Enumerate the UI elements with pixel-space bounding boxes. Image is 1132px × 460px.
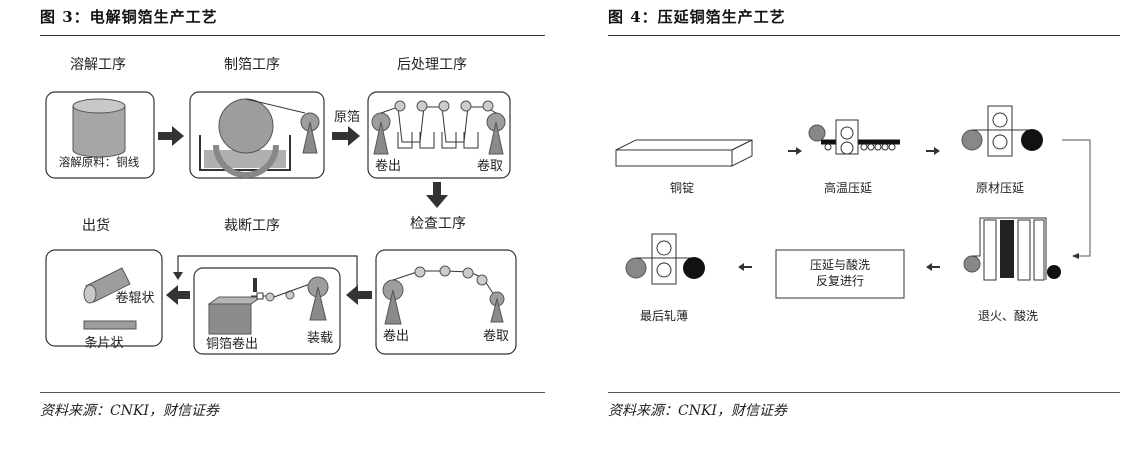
repeat-line-1: 压延与酸洗 [810, 257, 870, 272]
electrolytic-foil-diagram: 溶解工序 制箔工序 后处理工序 溶解原料：铜线 原箔 [45, 57, 517, 355]
unwind-top-label: 卷出 [375, 158, 401, 174]
connector-raw-to-annealing [1062, 139, 1091, 257]
connector-arrowhead-right [1072, 253, 1079, 259]
roll-form-label: 卷辊状 [115, 290, 154, 306]
arrow-annealing-to-repeat [926, 263, 940, 271]
unwind-bottom-label: 卷出 [383, 328, 409, 344]
slitting-stage-label: 裁断工序 [224, 218, 280, 234]
rewind-top-label: 卷取 [477, 158, 503, 174]
figure-4-source: 资料来源：CNKI，财信证券 [608, 403, 787, 419]
figure-3-bottom-rule [40, 392, 545, 393]
ingot-label: 铜锭 [670, 180, 694, 195]
inspection-stage-label: 检查工序 [410, 216, 466, 232]
annealing-label: 退火、酸洗 [978, 308, 1038, 323]
repeat-line-2: 反复进行 [816, 274, 864, 288]
sheet-form-label: 条片状 [84, 335, 123, 351]
arrow-inspection-to-slitting [346, 285, 372, 305]
connector-arrowhead [173, 272, 183, 280]
dissolve-tank-icon [72, 98, 126, 158]
rolled-foil-diagram: 铜锭 高温压延 原材压延 [615, 105, 1091, 323]
loading-label: 装载 [307, 331, 333, 346]
arrow-repeat-to-final [738, 263, 752, 271]
copper-ingot-icon [615, 139, 753, 167]
figure-3-source: 资料来源：CNKI，财信证券 [40, 403, 219, 419]
figure-3-title: 图 3：电解铜箔生产工艺 [40, 8, 218, 26]
shipping-stage-label: 出货 [82, 217, 110, 234]
raw-rolling-mill-icon [961, 105, 1043, 157]
final-rolling-mill-icon [625, 233, 705, 285]
raw-material-label: 溶解原料：铜线 [59, 155, 140, 169]
post-process-box [367, 91, 511, 179]
foil-unwind-label: 铜箔卷出 [206, 336, 258, 352]
post-process-rollers-icon [371, 100, 506, 155]
figure-3-panel: 图 3：电解铜箔生产工艺 溶解工序 制箔工序 后处理工序 溶解原料：铜线 原箔 [0, 0, 560, 460]
dissolve-stage-label: 溶解工序 [70, 57, 126, 73]
figure-4-top-rule [608, 35, 1120, 36]
figure-4-bottom-rule [608, 392, 1120, 393]
connector-line [177, 255, 358, 298]
annealing-line-icon [963, 217, 1061, 281]
hot-rolling-mill-icon [808, 119, 900, 155]
foil-sheet-icon [83, 320, 137, 330]
arrow-dissolve-to-foil [158, 126, 184, 146]
rewind-bottom-label: 卷取 [483, 328, 509, 344]
foil-roll-icon [83, 267, 131, 304]
arrow-hot-to-raw [926, 147, 940, 155]
final-rolling-label: 最后轧薄 [640, 308, 688, 323]
arrow-ingot-to-hot [788, 147, 802, 155]
inspection-rollers-icon [382, 265, 505, 325]
post-process-stage-label: 后处理工序 [397, 57, 467, 73]
figure-3-top-rule [40, 35, 545, 36]
foil-making-stage-label: 制箔工序 [224, 57, 280, 73]
arrow-post-to-inspection [426, 182, 448, 208]
arrow-foil-to-post [332, 126, 360, 146]
hot-rolling-label: 高温压延 [824, 180, 872, 195]
slitting-machine-icon [207, 276, 329, 335]
arrow-slitting-to-shipping [166, 285, 190, 305]
electrolytic-drum-icon [199, 98, 320, 178]
raw-rolling-label: 原材压延 [976, 181, 1024, 195]
figure-4-panel: 图 4：压延铜箔生产工艺 铜锭 高温压延 [560, 0, 1132, 460]
figure-4-title: 图 4：压延铜箔生产工艺 [608, 8, 786, 26]
repeat-process-box [775, 249, 905, 299]
raw-foil-label: 原箔 [334, 109, 360, 125]
